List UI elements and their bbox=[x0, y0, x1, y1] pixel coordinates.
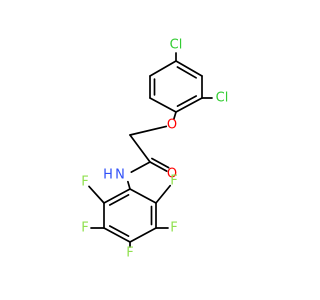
bond-p6-p1 bbox=[129, 188, 157, 204]
molecule-diagram: Cl Cl O O N H F F F F F bbox=[81, 38, 228, 261]
bond-r1-r2 bbox=[175, 60, 203, 77]
bond-o_ether-ch2 bbox=[129, 125, 168, 136]
bond-cco-n_amide bbox=[130, 161, 151, 173]
atom-label-f-left: F bbox=[81, 175, 88, 190]
bond-p3-p4-inner bbox=[108, 225, 130, 237]
atom-label-o-carbonyl: O bbox=[167, 167, 177, 182]
atom-label-cl-right: Cl bbox=[216, 91, 229, 106]
atom-label-f-right: F bbox=[170, 174, 177, 189]
bond-layer bbox=[88, 52, 213, 248]
atom-label-h-amide: H bbox=[103, 168, 113, 183]
bond-r1-r2-inner bbox=[176, 66, 197, 79]
atom-label-n-amide: N bbox=[115, 168, 125, 183]
atom-label-o-ether: O bbox=[167, 118, 177, 133]
bond-p1-p2-inner bbox=[108, 194, 130, 206]
bond-p2-f_left bbox=[88, 185, 105, 204]
bond-cco-o_carbonyl bbox=[149, 161, 168, 172]
bond-ch2-cco bbox=[129, 134, 151, 163]
bond-r4-r5 bbox=[149, 97, 177, 113]
bond-p1-p2 bbox=[103, 188, 131, 204]
structure-canvas: Cl Cl O O N H F F F F F bbox=[81, 38, 228, 261]
bond-r3-r4-inner bbox=[176, 95, 198, 107]
bond-n_amide-p1 bbox=[127, 180, 131, 190]
atom-label-cl-top: Cl bbox=[170, 38, 183, 53]
bond-r6-r1 bbox=[149, 60, 177, 77]
bond-cco-o_carbonyl-second bbox=[151, 157, 170, 169]
atom-label-f-bottom: F bbox=[126, 246, 133, 261]
bond-r3-r4 bbox=[175, 97, 203, 113]
atom-label-layer: Cl Cl O O N H F F F F F bbox=[81, 38, 228, 261]
bond-p6-f_right bbox=[155, 184, 172, 204]
bond-r4-o_ether bbox=[172, 111, 177, 121]
bond-p3-p4 bbox=[103, 227, 131, 243]
atom-label-f-lower-left: F bbox=[81, 221, 88, 236]
atom-label-f-lower-right: F bbox=[170, 221, 177, 236]
bond-p4-p5 bbox=[129, 227, 157, 243]
